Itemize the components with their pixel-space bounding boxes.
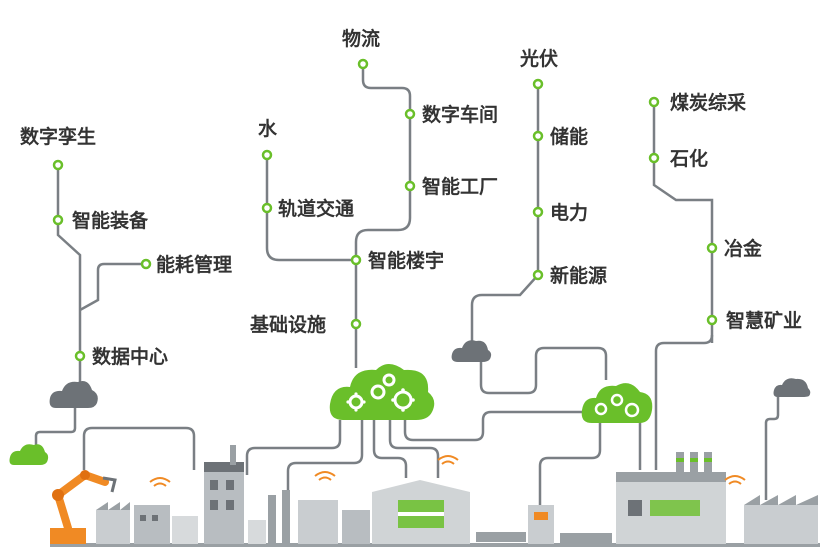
factory-icon-right bbox=[616, 452, 818, 544]
cloud-icon-small-green bbox=[9, 444, 49, 465]
label-wuliu: 物流 bbox=[342, 28, 381, 50]
label-jichu-sheshi: 基础设施 bbox=[250, 314, 327, 336]
label-dianli: 电力 bbox=[550, 202, 589, 224]
label-zhineng-louyu: 智能楼宇 bbox=[368, 250, 445, 272]
label-shui: 水 bbox=[258, 118, 278, 140]
label-shuzi-luansheng: 数字孪生 bbox=[20, 126, 97, 148]
factory-icon-tower bbox=[204, 445, 244, 544]
cloud-icon-gray-mid bbox=[451, 340, 492, 362]
wifi-icon bbox=[149, 455, 746, 487]
label-zhineng-zhuangbei: 智能装备 bbox=[72, 210, 149, 232]
cloud-icon-gray-right bbox=[773, 378, 811, 397]
label-chuneng: 储能 bbox=[550, 126, 589, 148]
label-meitan-zongcai: 煤炭综采 bbox=[670, 92, 747, 114]
label-yejin: 冶金 bbox=[724, 238, 763, 260]
label-shuju-zhongxin: 数据中心 bbox=[92, 346, 169, 368]
robot-arm-icon bbox=[50, 470, 117, 544]
label-zhineng-gongchang: 智能工厂 bbox=[422, 176, 499, 198]
cloud-icon-right bbox=[581, 383, 653, 423]
gear-icon bbox=[594, 393, 640, 418]
label-zhihui-kuangye: 智慧矿业 bbox=[726, 310, 803, 332]
label-xinnengyuan: 新能源 bbox=[550, 265, 608, 287]
label-shuzi-chejian: 数字车间 bbox=[422, 104, 499, 126]
factory-icon-machine bbox=[528, 505, 612, 544]
label-guangfu: 光伏 bbox=[520, 48, 559, 70]
cloud-icon-main bbox=[329, 364, 435, 420]
connector-nodes bbox=[52, 58, 718, 362]
label-nenghao-guanli: 能耗管理 bbox=[156, 254, 233, 276]
label-shihua: 石化 bbox=[670, 148, 709, 170]
factory-icon-main bbox=[372, 480, 526, 544]
gear-icon bbox=[348, 373, 413, 410]
factory-icon-chimneys bbox=[248, 490, 370, 544]
gear-teeth bbox=[346, 388, 415, 412]
label-guidao-jiaotong: 轨道交通 bbox=[278, 198, 355, 220]
cloud-icon-gray-left bbox=[49, 381, 98, 408]
ground-line bbox=[50, 543, 820, 547]
connector-lines bbox=[34, 64, 780, 505]
factory-icon-left bbox=[96, 502, 198, 544]
